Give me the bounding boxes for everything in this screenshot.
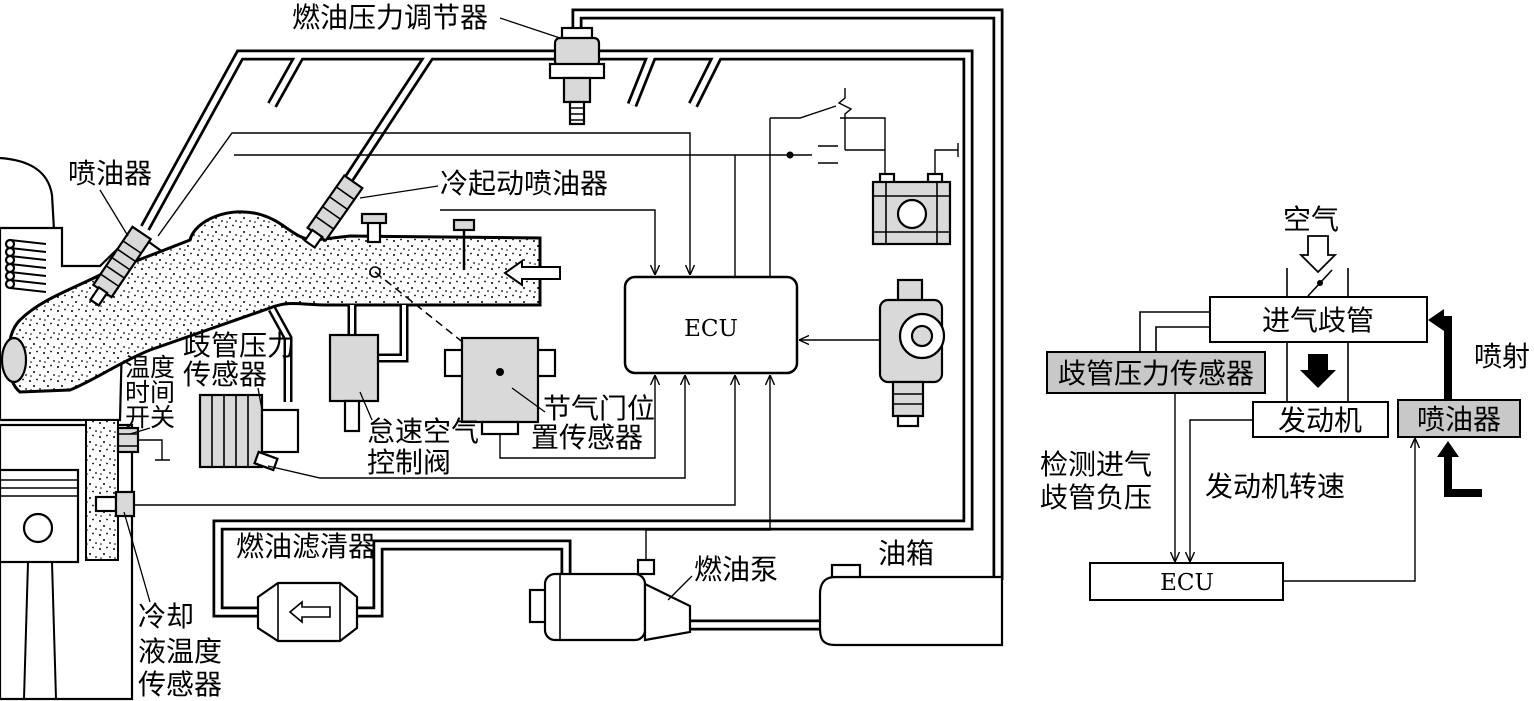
right-signal-lines — [1175, 393, 1415, 582]
injection-arrow-icon — [1428, 309, 1452, 400]
label-idle-air-valve-2: 控制阀 — [367, 446, 451, 479]
box-engine: 发动机 — [1252, 401, 1389, 438]
throttle-symbol — [1286, 268, 1349, 297]
label-coolant-sensor-2: 液温度 — [138, 635, 222, 668]
manifold-to-engine-lines — [1286, 342, 1349, 402]
label-manifold-pressure-sensor-2: 传感器 — [183, 358, 267, 391]
injector — [88, 225, 153, 307]
box-ecu-right: ECU — [1089, 562, 1284, 601]
label-throttle-sensor-1: 节气门位 — [543, 392, 655, 425]
distributor — [878, 278, 946, 428]
label-manifold-pressure-sensor-1: 歧管压力 — [183, 329, 295, 362]
label-detect-vacuum-2: 歧管负压 — [1040, 481, 1152, 514]
label-engine-speed: 发动机转速 — [1205, 470, 1345, 503]
ecu-left: ECU — [623, 275, 799, 375]
label-fuel-tank: 油箱 — [878, 537, 934, 570]
label-injector: 喷油器 — [68, 157, 152, 190]
throttle-position-sensor — [443, 336, 557, 436]
label-thermo-time-switch-2: 时间 — [125, 378, 175, 407]
label-air: 空气 — [1283, 203, 1339, 236]
ecu-left-label: ECU — [684, 316, 738, 342]
label-intake-manifold: 进气歧管 — [1262, 304, 1374, 337]
engine-cylinder — [0, 419, 134, 701]
label-manifold-pressure-sensor-right: 歧管压力传感器 — [1058, 357, 1254, 390]
label-thermo-time-switch-3: 开关 — [125, 403, 175, 432]
intake-air-arrow-icon — [503, 259, 561, 287]
box-manifold-pressure-sensor: 歧管压力传感器 — [1046, 351, 1266, 394]
battery — [871, 143, 959, 246]
idle-air-control-valve — [328, 305, 409, 433]
valve-spring — [4, 238, 47, 293]
exhaust-port — [0, 336, 28, 384]
label-injection: 喷射 — [1474, 340, 1530, 373]
label-injector-right: 喷油器 — [1417, 403, 1501, 436]
intake-manifold — [6, 210, 561, 394]
label-coolant-sensor-3: 传感器 — [138, 668, 222, 701]
vacuum-hose — [1139, 311, 1210, 352]
air-inflow-arrow-icon — [1298, 235, 1338, 274]
cold-start-injector — [303, 173, 364, 250]
label-cold-start-injector: 冷起动喷油器 — [440, 167, 608, 200]
label-idle-air-valve-1: 怠速空气 — [367, 415, 479, 448]
fuel-pressure-regulator — [548, 26, 606, 126]
box-injector: 喷油器 — [1397, 399, 1521, 438]
label-engine: 发动机 — [1278, 404, 1362, 437]
flow-arrow-icon — [288, 600, 331, 624]
fuel-filter — [256, 581, 359, 643]
leader-lines — [99, 17, 693, 603]
signal-wires — [134, 118, 880, 560]
fuel-tank — [818, 563, 1004, 647]
manifold-pressure-sensor — [198, 306, 300, 472]
fuel-supply-line — [140, 49, 974, 631]
relay-switch — [770, 88, 886, 174]
manifold-bolt — [452, 218, 476, 270]
label-ecu-right: ECU — [1160, 570, 1214, 596]
label-detect-vacuum-1: 检测进气 — [1040, 448, 1152, 481]
label-throttle-sensor-2: 置传感器 — [531, 421, 643, 454]
water-jacket — [85, 419, 119, 561]
box-intake-manifold: 进气歧管 — [1209, 296, 1428, 343]
fuel-feed-arrow-icon — [1437, 441, 1482, 497]
fuel-pump — [528, 558, 692, 642]
thermo-time-switch — [116, 426, 170, 461]
label-pressure-regulator: 燃油压力调节器 — [292, 1, 488, 34]
label-thermo-time-switch-1: 温度 — [125, 353, 175, 382]
label-fuel-pump: 燃油泵 — [694, 553, 778, 586]
label-fuel-filter: 燃油滤清器 — [236, 530, 376, 563]
air-temperature-sensor — [360, 212, 388, 244]
label-coolant-sensor-1: 冷却 — [138, 600, 194, 633]
airflow-down-arrow-icon — [1300, 354, 1336, 388]
